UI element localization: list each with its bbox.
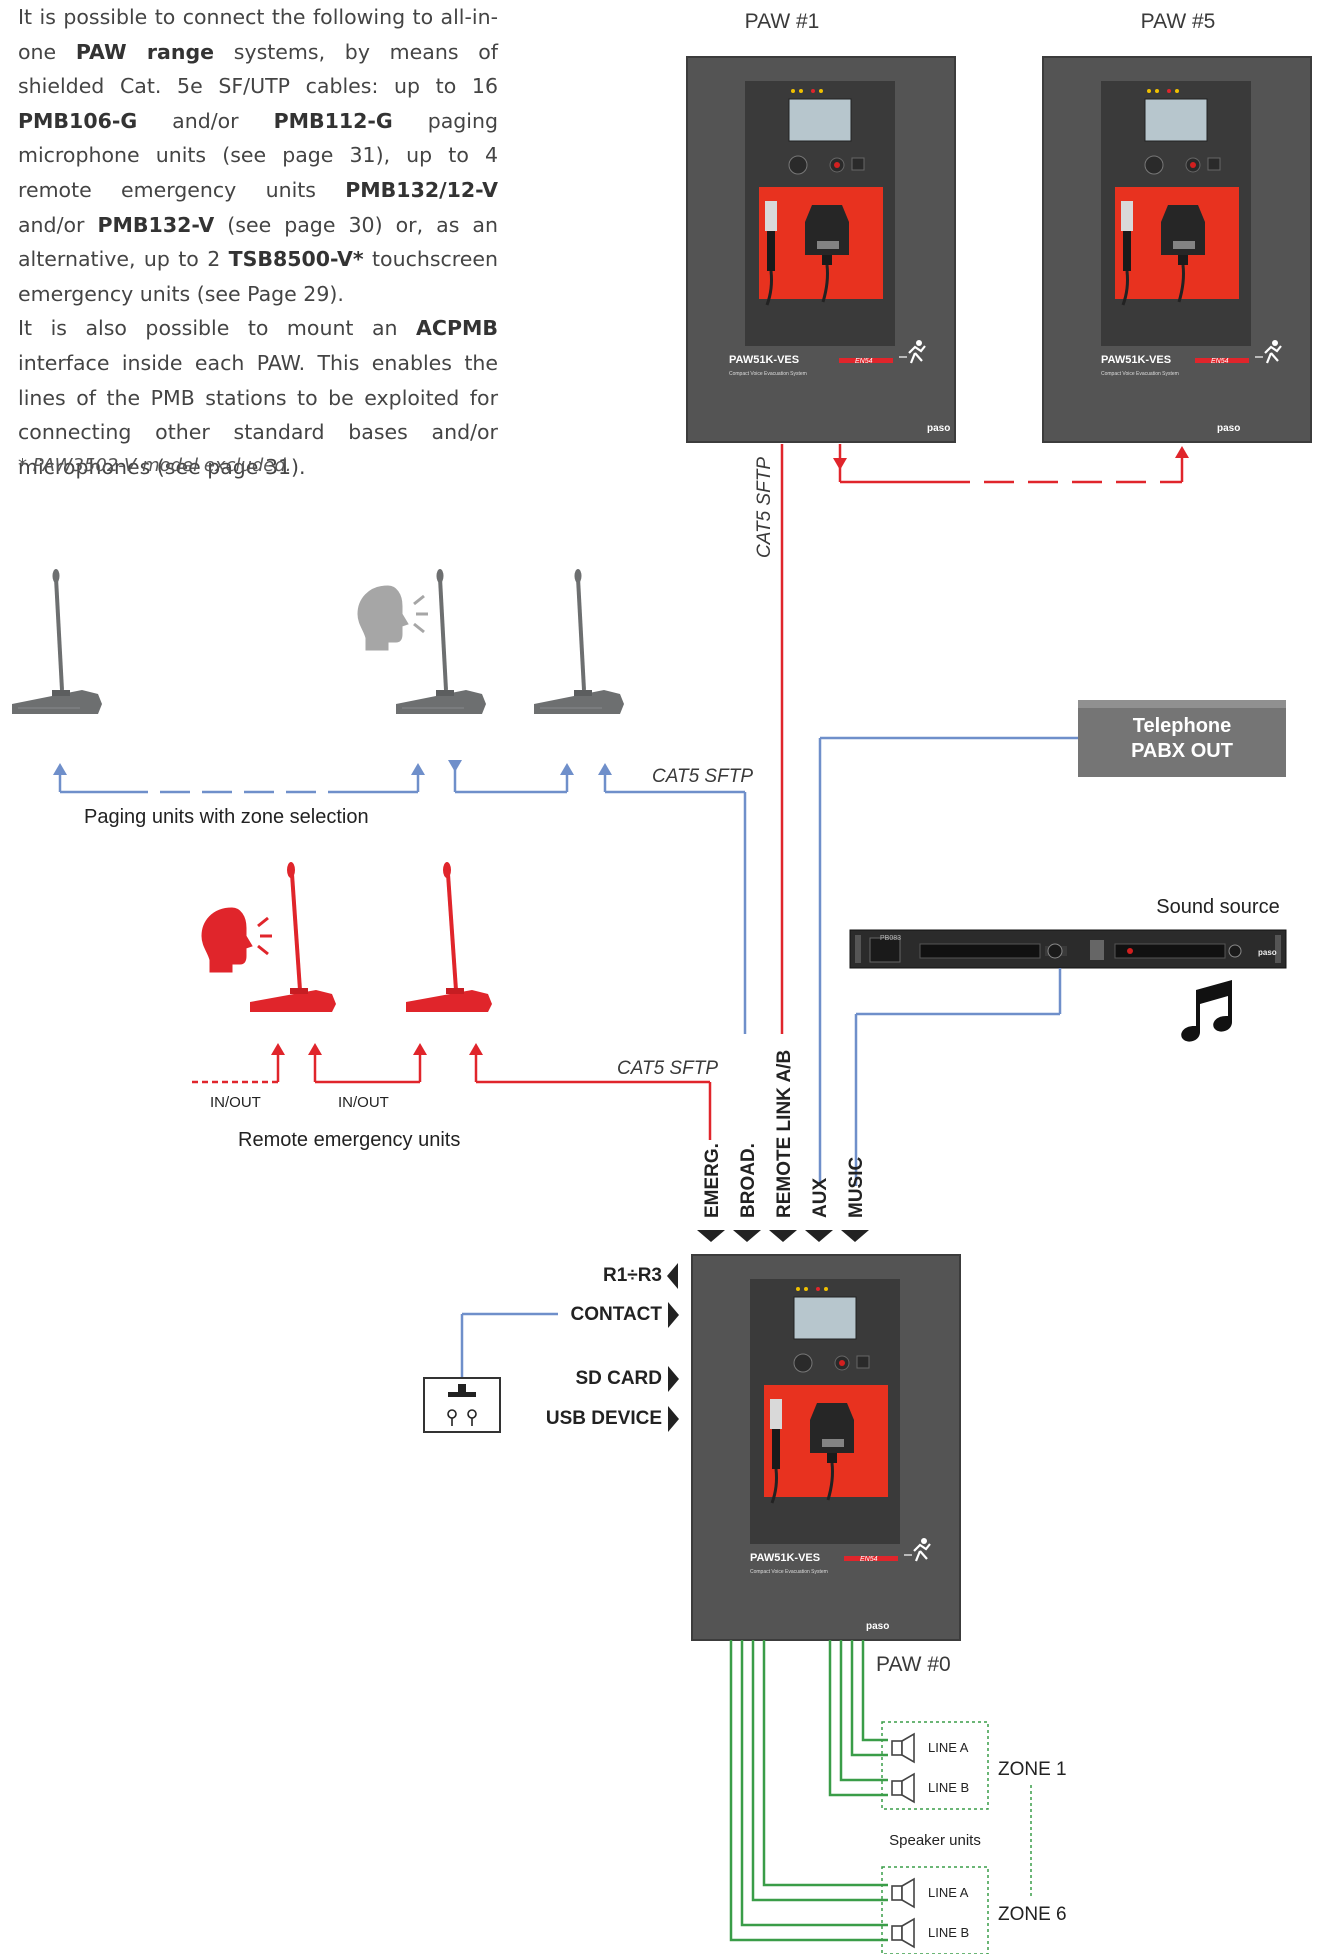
input-aux: AUX [810,1178,831,1218]
intro-bold-term: PMB132/12-V [345,177,498,202]
zone6-box [881,1866,989,1954]
port-usb-device: USB DEVICE [546,1408,662,1429]
speaker-units-label: Speaker units [889,1832,981,1849]
intro-paragraph-2: It is also possible to mount an ACPMB in… [18,311,498,484]
cat5-emergency-label: CAT5 SFTP [617,1058,718,1079]
intro-bold-term: ACPMB [416,316,498,341]
intro-text-run: touchscreen emergency units (see Page 29… [18,247,499,306]
input-broad: BROAD. [738,1143,759,1218]
port-labels: R1÷R3 CONTACT SD CARD USB DEVICE [546,1265,663,1429]
intro-text-run: It is also possible to mount an [18,316,417,341]
port-arrows [667,1263,679,1432]
intro-text-run: It is possible to connect the following … [18,5,498,64]
paw1-link-arrow [833,458,847,470]
telephone-label-1: Telephone [1133,715,1232,737]
paw0-unit: PAW51K-VES Compact Voice Evacuation Syst… [690,1253,962,1642]
zone6-line-a-speaker-icon [891,1878,915,1908]
paw1-unit: PAW51K-VES Compact Voice Evacuation Syst… [685,55,957,444]
paw5-link-arrow [1175,446,1189,458]
telephone-box [1078,700,1286,777]
telephone-label-2: PABX OUT [1131,740,1233,762]
input-arrows [697,1230,869,1242]
intro-bold-term: PAW range [75,39,215,64]
paw0-subtitle: Compact Voice Evacuation System [750,1569,828,1575]
intro-text-run: systems, by means of shielded Cat. 5e SF… [18,39,498,99]
zone1-box [881,1721,989,1810]
paging-mic-1 [10,567,104,716]
intro-bold-term: PMB112-G [273,108,393,133]
zone1-line-a-label: LINE A [928,1740,969,1755]
cat5-paging-label: CAT5 SFTP [652,766,753,787]
port-contact: CONTACT [571,1304,663,1325]
intro-text-run: interface inside each PAW. This enables … [18,350,498,479]
paw0-label: PAW #0 [876,1653,951,1676]
aux-wire [818,736,1078,1186]
emergency-wires [192,1055,712,1140]
zone6-line-a-label: LINE A [928,1885,969,1900]
rack-model: PB083 [880,935,901,942]
paging-mic-2 [394,567,488,716]
paw5-label: PAW #5 [1141,10,1216,33]
paw0-model: PAW51K-VES [750,1552,820,1564]
input-labels: EMERG. BROAD. REMOTE LINK A/B AUX MUSIC [702,1050,867,1218]
paw1-badge: EN54 [855,358,873,365]
intro-text-run: (see page 30) or, as an alternative, up … [18,212,498,272]
paw1-model: PAW51K-VES [729,354,799,366]
emergency-mic-2 [404,860,494,1014]
paw1-brand: paso [927,423,950,434]
input-remote-link: REMOTE LINK A/B [774,1050,795,1218]
paw0-badge: EN54 [860,1556,878,1563]
in-out-label-2: IN/OUT [338,1094,389,1111]
intro-paragraph-1: It is possible to connect the following … [18,0,498,311]
paw5-badge: EN54 [1211,358,1229,365]
intro-text-run: and/or [18,212,98,237]
speaking-head-gray [356,584,430,652]
paging-arrows [53,760,612,775]
music-wire [854,968,1062,1186]
paging-caption: Paging units with zone selection [84,806,369,828]
emergency-caption: Remote emergency units [238,1129,460,1151]
speaker-wires [729,1640,888,1942]
paging-mic-3 [532,567,626,716]
paw0-brand: paso [866,1621,889,1632]
paw-link-wire [838,444,1184,484]
intro-bold-term: TSB8500-V* [228,247,364,272]
paging-wires [58,760,747,1034]
paw5-subtitle: Compact Voice Evacuation System [1101,371,1179,377]
zone1-line-b-speaker-icon [891,1773,915,1803]
intro-bold-term: PMB132-V [97,212,215,237]
intro-text-run: and/or [137,108,274,133]
paw1-subtitle: Compact Voice Evacuation System [729,371,807,377]
port-r1-r3: R1÷R3 [603,1265,662,1286]
paw5-brand: paso [1217,423,1240,434]
zone1-line-b-label: LINE B [928,1780,969,1795]
input-emerg: EMERG. [702,1143,723,1218]
intro-text: It is possible to connect the following … [18,0,498,484]
cat5-vertical-label: CAT5 SFTP [754,457,775,558]
emergency-arrows [271,1043,483,1055]
zone1-label: ZONE 1 [998,1759,1067,1780]
paw5-unit: PAW51K-VES Compact Voice Evacuation Syst… [1041,55,1313,444]
rack-brand: paso [1258,948,1277,957]
zone1-line-a-speaker-icon [891,1733,915,1763]
contact-wire [460,1312,558,1378]
sound-source-rack: PB083 paso [849,929,1287,969]
paw1-label: PAW #1 [745,10,820,33]
sound-source-label: Sound source [1156,896,1279,918]
music-note-icon [1181,980,1232,1042]
speaking-head-red [200,906,274,974]
intro-text-run: paging microphone units (see page 31), u… [18,108,498,202]
telephone-box-highlight [1078,700,1286,708]
zone6-line-b-label: LINE B [928,1925,969,1940]
port-sd-card: SD CARD [575,1368,662,1389]
zone6-line-b-speaker-icon [891,1918,915,1948]
paw5-model: PAW51K-VES [1101,354,1171,366]
in-out-label-1: IN/OUT [210,1094,261,1111]
intro-bold-term: PMB106-G [18,108,138,133]
zone6-label: ZONE 6 [998,1904,1067,1925]
contact-switch-icon [423,1377,501,1433]
input-music: MUSIC [846,1157,867,1219]
intro-footnote: * PAW3502-V model excluded. [18,455,292,476]
